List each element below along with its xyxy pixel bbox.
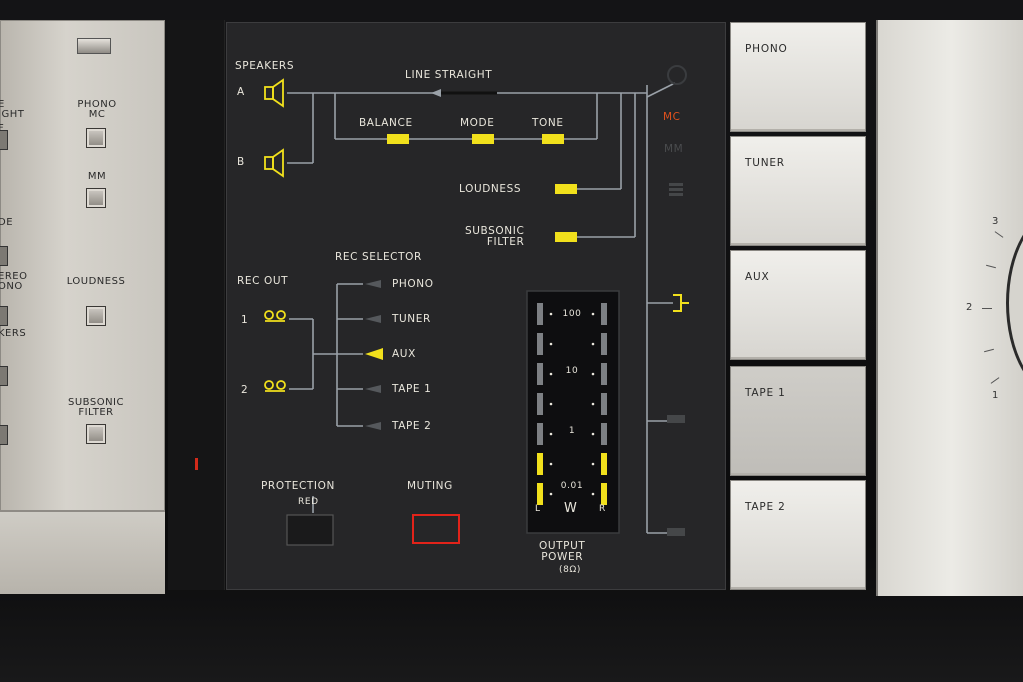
volume-mark-3: 3 xyxy=(992,216,999,227)
meter-unit-label: W xyxy=(564,501,578,516)
meter-scale-001: 0.01 xyxy=(560,481,584,491)
protection-sub-label: RED xyxy=(298,497,319,507)
output-power-title: OUTPUT POWER xyxy=(539,540,586,563)
stereo-mono-partial-label: EREO ONO xyxy=(0,271,28,292)
rec-out-title: REC OUT xyxy=(237,275,289,287)
rec-selector-phono: PHONO xyxy=(392,278,434,290)
rec-selector-aux: AUX xyxy=(392,348,416,360)
tone-label: TONE xyxy=(532,117,564,129)
aux-select-button[interactable]: AUX xyxy=(730,250,866,360)
rec-selector-tuner: TUNER xyxy=(392,313,431,325)
status-display-panel: SPEAKERS A B LINE STRAIGHT BALANCE MODE … xyxy=(226,22,726,590)
subsonic-filter-label: SUBSONIC FILTER xyxy=(68,397,124,418)
line-straight-button[interactable] xyxy=(0,130,8,150)
rec-out-1-label: 1 xyxy=(241,314,249,326)
tape2-button-label: TAPE 2 xyxy=(745,501,786,513)
phono-mc-label: PHONO MC xyxy=(77,99,117,120)
mm-indicator: MM xyxy=(664,143,684,155)
stereo-mono-button[interactable] xyxy=(0,306,8,326)
mm-label: MM xyxy=(87,171,107,182)
speakers-partial-label: KERS xyxy=(0,328,27,339)
mode-button[interactable] xyxy=(0,246,8,266)
speaker-b-label: B xyxy=(237,156,245,168)
volume-tick xyxy=(984,348,994,353)
tuner-button-label: TUNER xyxy=(745,157,785,169)
tuner-select-button[interactable]: TUNER xyxy=(730,136,866,246)
muting-label: MUTING xyxy=(407,480,453,492)
phono-select-button[interactable]: PHONO xyxy=(730,22,866,132)
left-lower-trim xyxy=(0,510,165,594)
volume-knob[interactable] xyxy=(1006,210,1023,396)
meter-impedance: (8Ω) xyxy=(559,565,582,575)
power-led xyxy=(195,458,198,470)
line-straight-partial-label: E IGHT xyxy=(0,99,25,120)
volume-tick xyxy=(986,264,996,269)
volume-mark-1: 1 xyxy=(992,390,999,401)
volume-tick xyxy=(982,308,992,309)
subsonic-filter-indicator-label: SUBSONIC FILTER xyxy=(465,225,525,248)
speakers-title: SPEAKERS xyxy=(235,60,295,72)
rec-selector-tape1: TAPE 1 xyxy=(392,383,432,395)
speakers-b-button[interactable] xyxy=(0,425,8,445)
aux-button-label: AUX xyxy=(745,271,770,283)
speaker-a-label: A xyxy=(237,86,245,98)
protection-label: PROTECTION xyxy=(261,480,335,492)
tape2-select-button[interactable]: TAPE 2 xyxy=(730,480,866,590)
mm-button[interactable] xyxy=(86,188,106,208)
phono-button-label: PHONO xyxy=(745,43,788,55)
black-divider-strip xyxy=(168,20,225,590)
subsonic-filter-button[interactable] xyxy=(86,424,106,444)
volume-tick xyxy=(994,231,1004,238)
meter-right-label: R xyxy=(599,504,606,514)
speakers-a-button[interactable] xyxy=(0,366,8,386)
rec-selector-title: REC SELECTOR xyxy=(335,251,422,263)
balance-label: BALANCE xyxy=(359,117,413,129)
line-straight-label: LINE STRAIGHT xyxy=(405,69,493,81)
signal-flow-diagram xyxy=(264,65,689,546)
volume-tick xyxy=(990,377,1000,384)
meter-left-label: L xyxy=(535,504,541,514)
rec-out-2-label: 2 xyxy=(241,384,249,396)
tape1-button-label: TAPE 1 xyxy=(745,387,786,399)
left-control-panel: E IGHT F PHONO MC MM DE EREO ONO LOUDNES… xyxy=(0,20,165,594)
volume-mark-2: 2 xyxy=(966,302,973,313)
mode-partial-label: DE xyxy=(0,217,14,228)
meter-scale-10: 10 xyxy=(565,366,579,376)
rec-selector-tape2: TAPE 2 xyxy=(392,420,432,432)
phono-mc-button[interactable] xyxy=(86,128,106,148)
meter-scale-1: 1 xyxy=(568,426,576,436)
panel-latch-tab[interactable] xyxy=(77,38,111,54)
right-volume-panel: 3 2 1 xyxy=(876,20,1023,596)
loudness-indicator-label: LOUDNESS xyxy=(459,183,522,195)
loudness-label: LOUDNESS xyxy=(66,276,126,287)
off-partial-label: F xyxy=(0,123,5,134)
meter-scale-100: 100 xyxy=(562,309,582,319)
mc-indicator: MC xyxy=(663,111,681,123)
loudness-button[interactable] xyxy=(86,306,106,326)
tape1-select-button[interactable]: TAPE 1 xyxy=(730,366,866,476)
mode-label: MODE xyxy=(460,117,495,129)
